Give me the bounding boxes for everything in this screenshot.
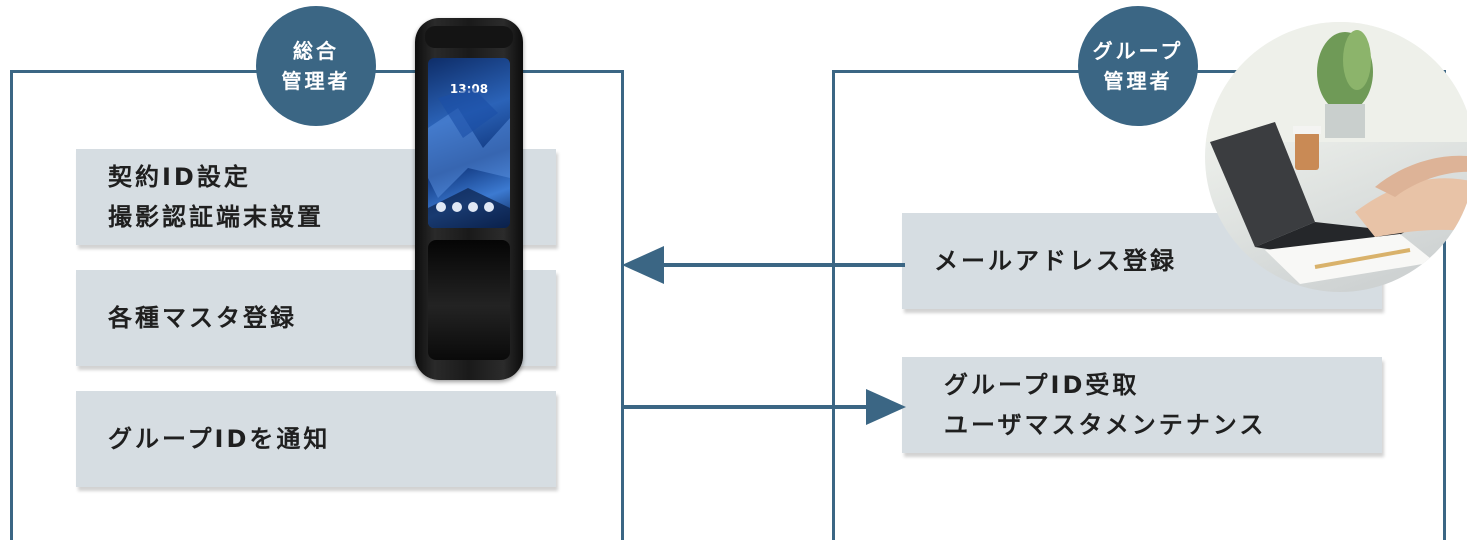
group-admin-badge: グループ 管理者	[1078, 6, 1198, 126]
task-line: ユーザマスタメンテナンス	[944, 411, 1267, 439]
task-line: 契約ID設定	[108, 163, 251, 191]
task-line: メールアドレス登録	[934, 247, 1177, 275]
badge-line: 総合	[293, 39, 339, 63]
left-arrow-icon	[622, 246, 905, 284]
badge-line: グループ	[1092, 39, 1184, 63]
task-line: グループID受取	[944, 371, 1140, 399]
laptop-user-photo-icon	[1205, 22, 1467, 292]
admin-badge: 総合 管理者	[256, 6, 376, 126]
task-line: 各種マスタ登録	[108, 304, 297, 332]
task-notify-group-id: グループIDを通知	[76, 391, 556, 487]
task-line: グループIDを通知	[108, 425, 331, 453]
auth-terminal-device-icon: 13:08	[415, 18, 523, 380]
right-arrow-icon	[623, 389, 906, 425]
badge-line: 管理者	[281, 69, 351, 93]
task-receive-group-id: グループID受取 ユーザマスタメンテナンス	[902, 357, 1382, 453]
badge-line: 管理者	[1103, 69, 1173, 93]
task-line: 撮影認証端末設置	[108, 203, 324, 231]
